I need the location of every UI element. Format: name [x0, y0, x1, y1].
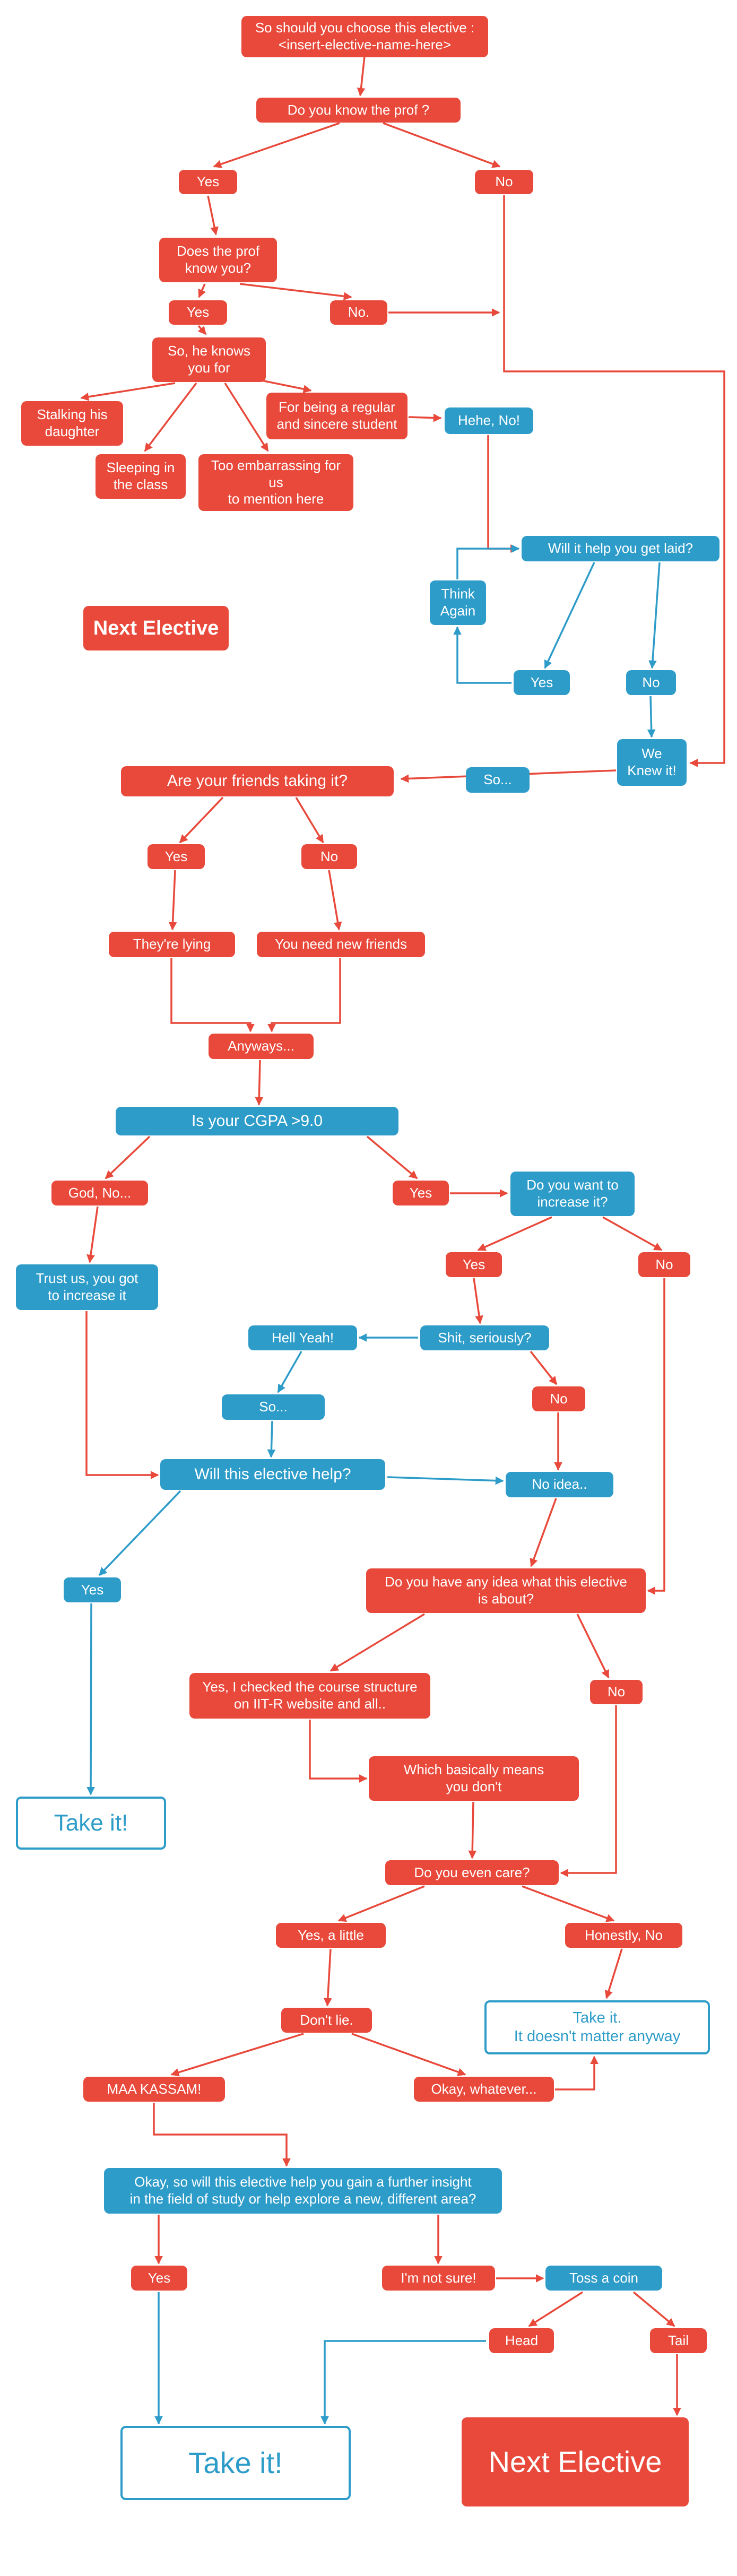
- node-next-elective-big: Next Elective: [462, 2417, 689, 2506]
- node-increase-yes: Yes: [446, 1252, 502, 1277]
- node-know-prof: Do you know the prof ?: [256, 98, 461, 123]
- node-help-yes: Yes: [64, 1577, 121, 1602]
- node-prof-knows-no: No.: [330, 300, 387, 325]
- node-prof-knows-yes: Yes: [169, 300, 227, 325]
- node-take-it-big: Take it!: [120, 2426, 351, 2500]
- node-prof-knows-you: Does the prof know you?: [159, 238, 277, 282]
- node-okay-whatever: Okay, whatever...: [414, 2077, 554, 2102]
- node-anyways: Anyways...: [209, 1034, 314, 1059]
- node-get-laid: Will it help you get laid?: [522, 536, 719, 561]
- node-no-idea: No idea..: [506, 1472, 613, 1497]
- node-sleeping-class: Sleeping in the class: [96, 454, 186, 499]
- node-take-it-anyway: Take it. It doesn't matter anyway: [484, 2000, 710, 2054]
- node-means-dont: Which basically means you don't: [369, 1756, 579, 1801]
- node-need-new-friends: You need new friends: [257, 932, 425, 957]
- node-want-increase: Do you want to increase it?: [510, 1172, 635, 1216]
- node-start: So should you choose this elective : <in…: [241, 16, 488, 57]
- node-final-question: Okay, so will this elective help you gai…: [104, 2168, 502, 2214]
- node-theyre-lying: They're lying: [109, 932, 235, 957]
- node-know-prof-yes: Yes: [179, 170, 237, 194]
- node-head: Head: [489, 2328, 554, 2353]
- node-trust-us: Trust us, you got to increase it: [16, 1264, 158, 1310]
- node-stalking-daughter: Stalking his daughter: [21, 401, 123, 446]
- node-care-little: Yes, a little: [276, 1923, 386, 1948]
- node-friends-taking: Are your friends taking it?: [121, 766, 394, 796]
- node-take-it-mid: Take it!: [16, 1797, 166, 1850]
- node-so-2: So...: [222, 1394, 325, 1420]
- node-not-sure: I'm not sure!: [382, 2266, 495, 2291]
- node-increase-no: No: [638, 1252, 690, 1277]
- node-sincere-student: For being a regular and sincere student: [266, 393, 407, 439]
- node-dont-lie: Don't lie.: [281, 2008, 372, 2033]
- node-cgpa-yes: Yes: [393, 1181, 449, 1205]
- node-maa-kassam: MAA KASSAM!: [83, 2077, 225, 2102]
- node-even-care: Do you even care?: [385, 1860, 559, 1885]
- node-next-elective-mid: Next Elective: [83, 606, 229, 650]
- node-checked-structure: Yes, I checked the course structure on I…: [189, 1673, 430, 1719]
- node-so-1: So...: [466, 767, 530, 793]
- node-elective-help: Will this elective help?: [160, 1459, 385, 1490]
- blue-connectors: [86, 544, 661, 2425]
- node-we-knew-it: We Knew it!: [617, 739, 687, 786]
- node-toss-coin: Toss a coin: [545, 2266, 662, 2291]
- node-final-yes: Yes: [131, 2266, 187, 2291]
- node-friends-no: No: [301, 844, 357, 869]
- node-friends-yes: Yes: [148, 844, 205, 869]
- node-cgpa: Is your CGPA >9.0: [116, 1107, 398, 1135]
- node-shit-seriously: Shit, seriously?: [420, 1325, 549, 1350]
- node-know-prof-no: No: [475, 170, 533, 194]
- node-any-idea-no: No: [590, 1680, 643, 1704]
- node-think-again: Think Again: [430, 580, 486, 625]
- node-any-idea: Do you have any idea what this elective …: [366, 1568, 646, 1613]
- node-hell-yeah: Hell Yeah!: [248, 1325, 357, 1350]
- node-care-no: Honestly, No: [565, 1923, 682, 1948]
- node-cgpa-no: God, No...: [51, 1181, 148, 1205]
- node-tail: Tail: [650, 2328, 707, 2353]
- node-seriously-no: No: [532, 1386, 585, 1411]
- node-laid-yes: Yes: [514, 670, 570, 695]
- node-too-embarrassing: Too embarrassing for us to mention here: [198, 454, 353, 511]
- node-knows-you-for: So, he knows you for: [152, 337, 266, 382]
- node-laid-no: No: [626, 670, 676, 695]
- node-hehe-no: Hehe, No!: [445, 407, 533, 434]
